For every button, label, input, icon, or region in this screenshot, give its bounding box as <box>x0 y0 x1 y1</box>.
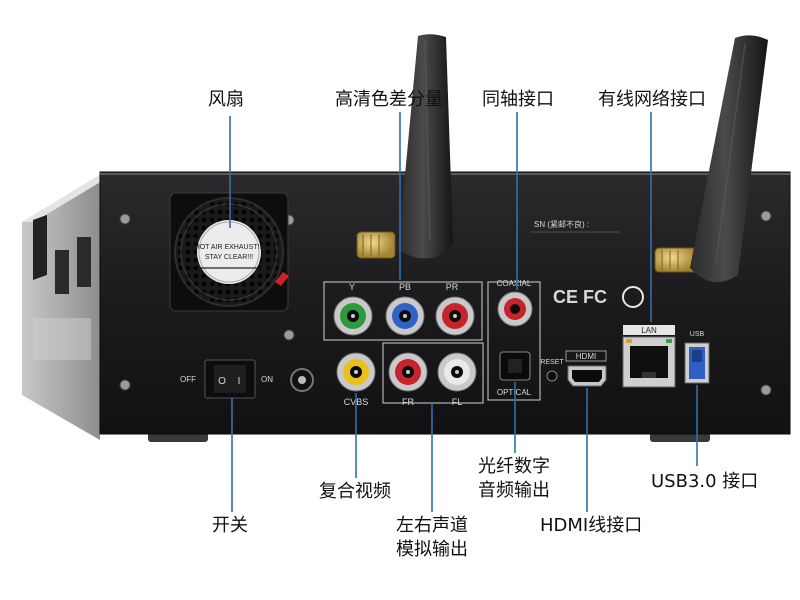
power-switch[interactable]: O I <box>204 359 256 399</box>
callout-coax: 同轴接口 <box>482 89 554 110</box>
callout-usb: USB3.0 接口 <box>651 471 759 492</box>
fan-sticker-line1: HOT AIR EXHAUST!!! <box>195 244 264 251</box>
label-hdmi: HDMI <box>576 352 596 361</box>
cooling-fan: HOT AIR EXHAUST!!! STAY CLEAR!!! <box>169 192 289 312</box>
rca-pr-red[interactable] <box>435 296 475 336</box>
ccc-mark <box>622 286 644 308</box>
callout-hdmi: HDMI线接口 <box>540 515 643 536</box>
rca-fl-white[interactable] <box>437 352 477 392</box>
dc-power-jack[interactable] <box>290 368 314 392</box>
callout-audio-line2: 模拟输出 <box>396 539 468 560</box>
rca-coaxial[interactable] <box>497 291 533 327</box>
analog-audio-outline <box>382 342 484 404</box>
label-fl: FL <box>452 397 463 407</box>
leader-lines <box>229 112 698 512</box>
side-panel <box>22 175 112 440</box>
callout-audio-line1: 左右声道 <box>396 515 468 536</box>
callout-component: 高清色差分量 <box>335 89 443 110</box>
antenna-left <box>398 34 453 259</box>
label-reset: RESET <box>540 359 564 366</box>
panel-screws <box>119 210 772 396</box>
callout-power-switch: 开关 <box>212 515 248 536</box>
callout-optical-line2: 音频输出 <box>478 480 550 501</box>
label-fr: FR <box>402 397 414 407</box>
lan-label-box <box>623 325 675 335</box>
hdmi-label-box <box>565 350 607 362</box>
label-coaxial: COAXIAL <box>497 279 532 288</box>
label-pb: PB <box>399 282 411 292</box>
usb3-port[interactable] <box>684 342 710 384</box>
fan-sticker-line2: STAY CLEAR!!! <box>205 254 253 261</box>
switch-on-label: ON <box>261 375 273 384</box>
reset-button[interactable] <box>546 370 558 382</box>
label-pr: PR <box>446 282 459 292</box>
lan-port[interactable] <box>622 336 676 388</box>
rca-pb-blue[interactable] <box>385 296 425 336</box>
antenna-right <box>690 35 768 283</box>
optical-port[interactable] <box>499 351 531 381</box>
callout-optical-line1: 光纤数字 <box>478 456 550 477</box>
switch-o-mark: O <box>218 376 226 387</box>
switch-off-label: OFF <box>180 375 196 384</box>
antenna-base-left <box>356 231 396 259</box>
digital-audio-outline <box>487 281 541 401</box>
rca-y-green[interactable] <box>333 296 373 336</box>
rca-fr-red[interactable] <box>388 352 428 392</box>
rca-cvbs-yellow[interactable] <box>336 352 376 392</box>
label-lan: LAN <box>641 326 657 335</box>
callout-lan: 有线网络接口 <box>598 89 706 110</box>
label-y: Y <box>349 282 355 292</box>
hdmi-port[interactable] <box>567 365 607 387</box>
ce-fcc-mark: CE FC <box>553 287 607 307</box>
callout-fan: 风扇 <box>208 89 244 110</box>
component-outline <box>323 281 483 341</box>
label-usb: USB <box>690 331 705 338</box>
switch-i-mark: I <box>238 376 241 387</box>
label-sn: SN (紧邮不良) : <box>534 219 589 229</box>
callout-cvbs: 复合视频 <box>319 481 391 502</box>
